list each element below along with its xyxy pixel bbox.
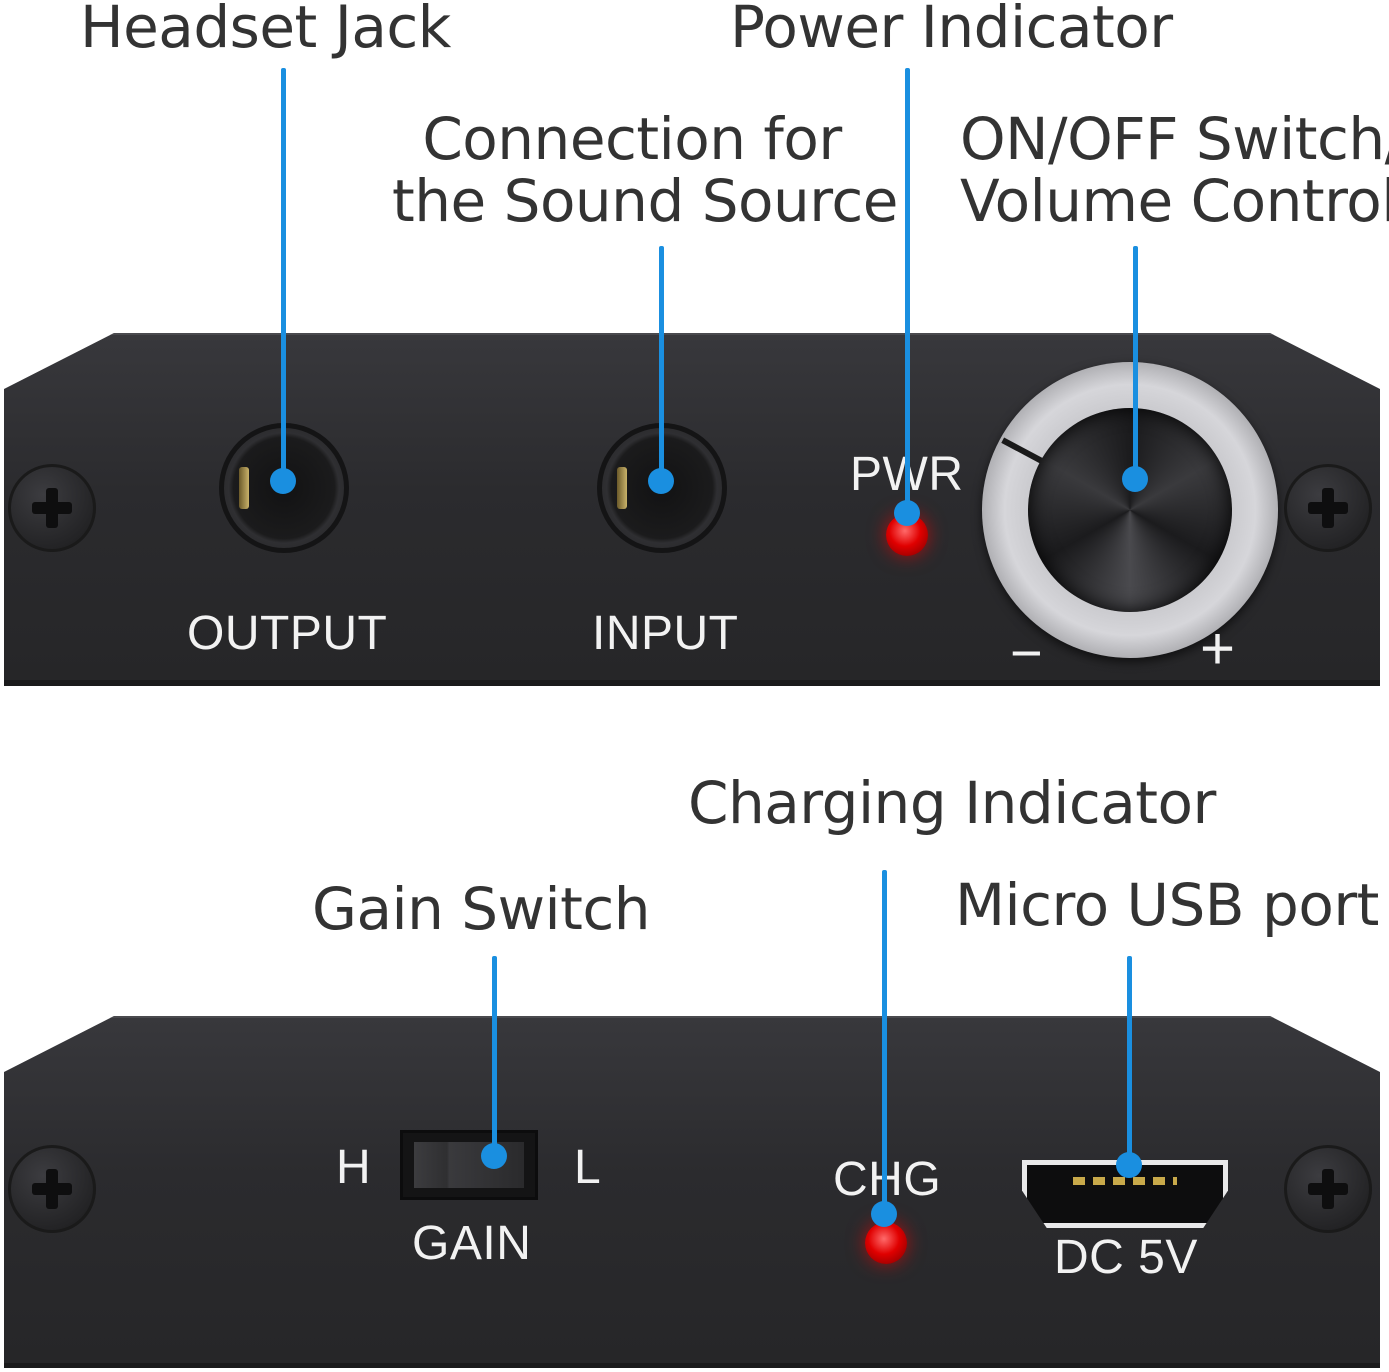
leader-dot-micro-usb xyxy=(1116,1152,1142,1178)
leader-volume-control xyxy=(1133,246,1138,480)
leader-dot-headset-jack xyxy=(270,468,296,494)
callout-charging-indicator: Charging Indicator xyxy=(688,769,1216,837)
callout-onoff-volume: ON/OFF Switch/ Volume Control xyxy=(960,105,1389,235)
leader-micro-usb xyxy=(1127,956,1132,1166)
output-label: OUTPUT xyxy=(187,607,388,660)
leader-charging-indicator xyxy=(882,870,887,1216)
dc-label: DC 5V xyxy=(1054,1231,1198,1284)
chg-label: CHG xyxy=(833,1153,942,1206)
volume-minus-label: − xyxy=(1010,621,1044,684)
screw-right-back xyxy=(1284,1145,1372,1233)
gain-l-label: L xyxy=(574,1141,602,1194)
callout-headset-jack: Headset Jack xyxy=(80,0,451,61)
leader-dot-power-indicator xyxy=(894,500,920,526)
callout-power-indicator: Power Indicator xyxy=(730,0,1173,61)
screw-right-front xyxy=(1284,464,1372,552)
callout-sound-source: Connection for the Sound Source xyxy=(392,105,898,235)
leader-headset-jack xyxy=(281,68,286,482)
leader-dot-sound-source xyxy=(648,468,674,494)
charging-led xyxy=(865,1222,907,1264)
leader-dot-charging-indicator xyxy=(871,1201,897,1227)
callout-gain-switch: Gain Switch xyxy=(312,875,651,943)
volume-plus-label: + xyxy=(1200,615,1236,682)
callout-sound-source-line2: the Sound Source xyxy=(392,167,898,235)
micro-usb-port[interactable] xyxy=(1022,1160,1228,1228)
callout-onoff-line2: Volume Control xyxy=(960,167,1389,235)
callout-onoff-line1: ON/OFF Switch/ xyxy=(960,105,1389,173)
front-panel-bottom-edge xyxy=(4,680,1380,686)
leader-dot-gain-switch xyxy=(481,1143,507,1169)
gain-switch[interactable] xyxy=(400,1130,538,1200)
back-panel-bottom-edge xyxy=(4,1363,1380,1368)
gain-label: GAIN xyxy=(412,1217,532,1270)
leader-gain-switch xyxy=(492,956,497,1156)
input-label: INPUT xyxy=(592,607,739,660)
gain-h-label: H xyxy=(336,1141,372,1194)
leader-power-indicator xyxy=(905,68,910,514)
leader-dot-volume-control xyxy=(1122,466,1148,492)
screw-left-front xyxy=(8,464,96,552)
leader-sound-source xyxy=(659,246,664,482)
volume-knob[interactable] xyxy=(982,362,1278,658)
callout-sound-source-line1: Connection for xyxy=(422,105,842,173)
screw-left-back xyxy=(8,1145,96,1233)
callout-micro-usb: Micro USB port xyxy=(955,871,1379,939)
